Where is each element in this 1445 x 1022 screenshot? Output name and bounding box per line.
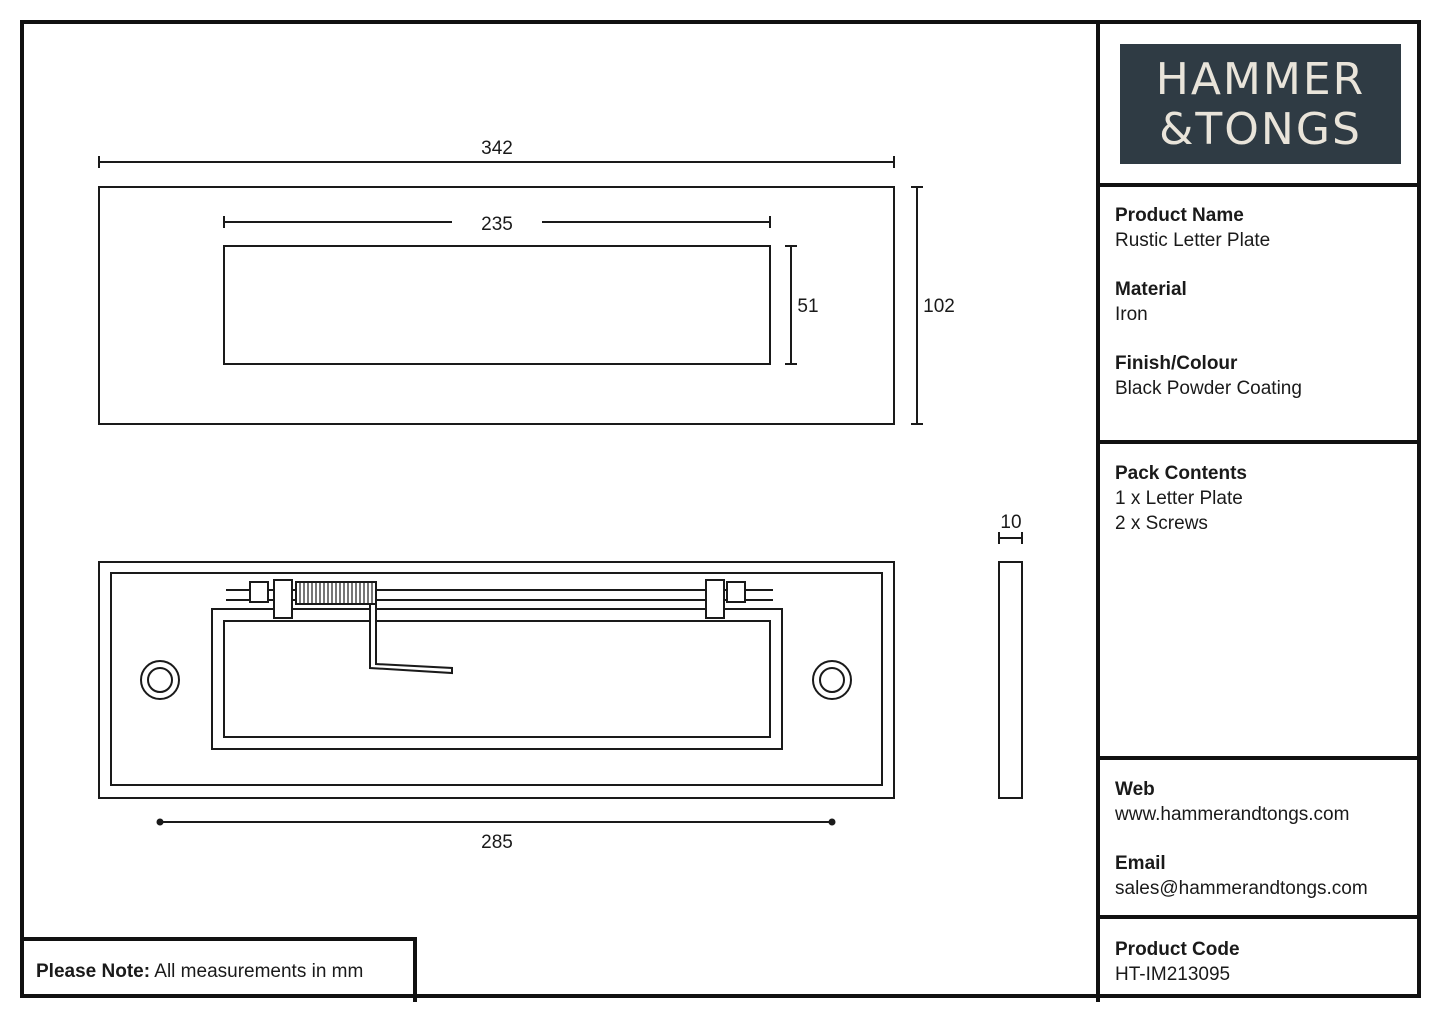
product-code-value: HT-IM213095 bbox=[1115, 964, 1231, 985]
material-label: Material bbox=[1115, 279, 1187, 300]
contact-details: Web www.hammerandtongs.com Email sales@h… bbox=[1115, 777, 1368, 901]
pack-contents-label: Pack Contents bbox=[1115, 463, 1247, 484]
rear-plate-inner bbox=[110, 572, 883, 786]
technical-drawing: 342 235 51 102 10 285 bbox=[98, 138, 1023, 853]
panel-rule bbox=[1100, 183, 1421, 187]
front-slot-outline bbox=[223, 245, 771, 365]
finish-label: Finish/Colour bbox=[1115, 353, 1238, 374]
front-plate-outline bbox=[98, 186, 895, 425]
product-name-value: Rustic Letter Plate bbox=[1115, 230, 1271, 251]
product-code-label: Product Code bbox=[1115, 939, 1240, 960]
dim-label-slot-height: 51 bbox=[797, 296, 818, 317]
dim-label-depth: 10 bbox=[1000, 512, 1021, 533]
dim-label-overall-height: 102 bbox=[923, 296, 955, 317]
screw-hole-left bbox=[140, 660, 180, 700]
logo-line-2: &TONGS bbox=[1159, 104, 1362, 155]
dim-label-slot-length: 235 bbox=[481, 214, 513, 235]
measurement-note: Please Note: All measurements in mm bbox=[20, 937, 417, 1002]
rear-plate-outline bbox=[98, 561, 895, 799]
product-code: Product Code HT-IM213095 bbox=[1115, 937, 1240, 987]
email-label: Email bbox=[1115, 853, 1166, 874]
panel-divider bbox=[1096, 20, 1100, 1002]
web-label: Web bbox=[1115, 779, 1155, 800]
material-value: Iron bbox=[1115, 304, 1148, 325]
web-link[interactable]: www.hammerandtongs.com bbox=[1115, 804, 1350, 825]
flap-frame bbox=[211, 608, 783, 750]
dim-label-overall-length: 342 bbox=[481, 138, 513, 159]
panel-rule bbox=[1100, 440, 1421, 444]
panel-rule bbox=[1100, 915, 1421, 919]
note-label: Please Note: bbox=[36, 961, 151, 982]
pack-contents: Pack Contents 1 x Letter Plate 2 x Screw… bbox=[1115, 461, 1247, 536]
brand-logo: HAMMER &TONGS bbox=[1120, 44, 1401, 164]
email-link[interactable]: sales@hammerandtongs.com bbox=[1115, 878, 1368, 899]
logo-line-1: HAMMER bbox=[1155, 54, 1366, 105]
screw-hole-right bbox=[812, 660, 852, 700]
product-details: Product Name Rustic Letter Plate Materia… bbox=[1115, 203, 1302, 401]
flap-inner bbox=[223, 620, 771, 738]
finish-value: Black Powder Coating bbox=[1115, 378, 1302, 399]
panel-rule bbox=[1100, 756, 1421, 760]
pack-item: 2 x Screws bbox=[1115, 513, 1208, 534]
drawing-frame bbox=[20, 20, 1421, 998]
spring-arm bbox=[369, 603, 453, 675]
product-name-label: Product Name bbox=[1115, 205, 1244, 226]
note-text: All measurements in mm bbox=[154, 961, 364, 982]
dim-label-screw-centres: 285 bbox=[481, 832, 513, 853]
pack-item: 1 x Letter Plate bbox=[1115, 488, 1243, 509]
side-view-outline bbox=[998, 561, 1023, 799]
